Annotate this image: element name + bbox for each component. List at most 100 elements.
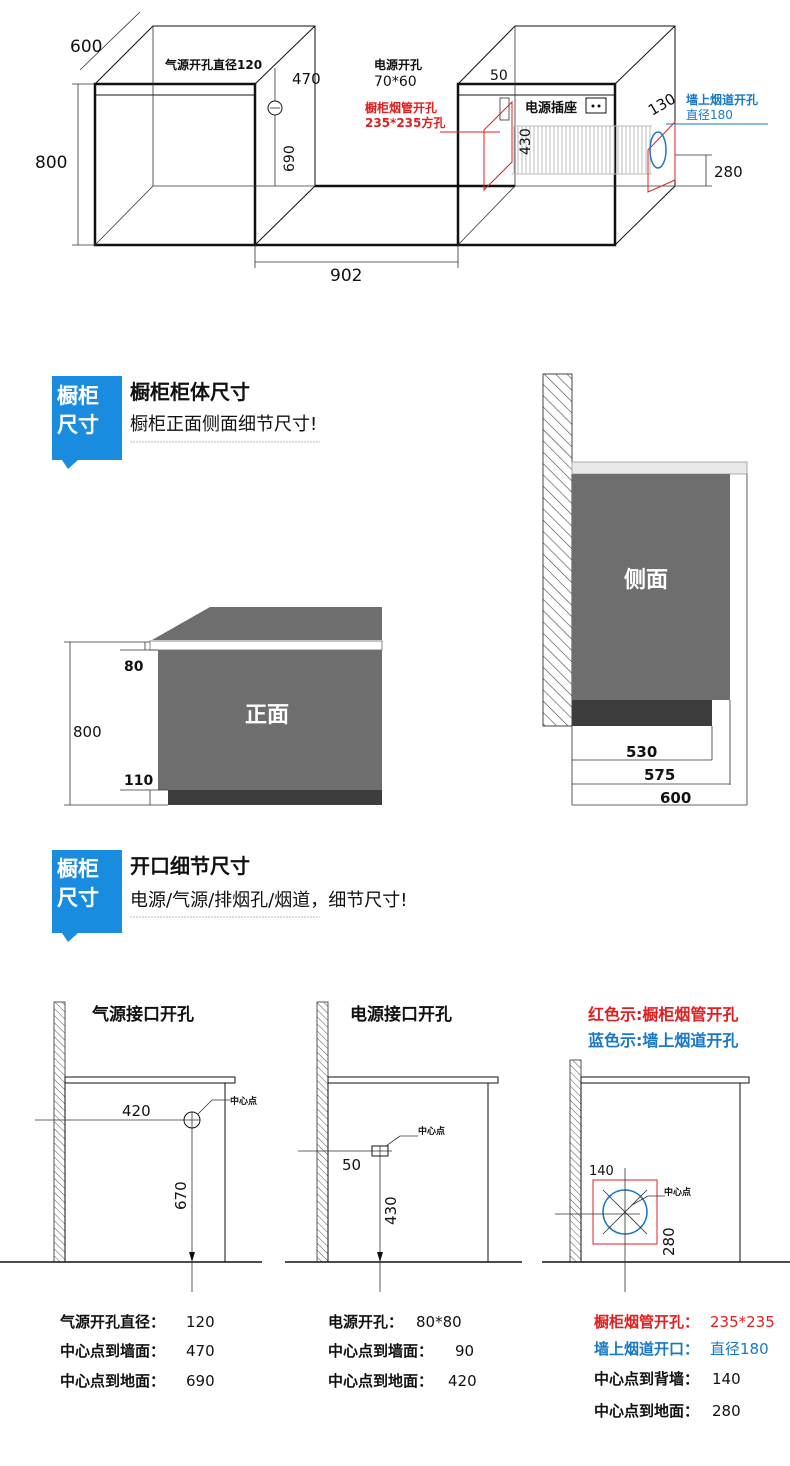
- cabinet-pipe-label-1: 橱柜烟管开孔: [365, 100, 437, 115]
- gas-wall-hatch: [53, 1001, 66, 1263]
- section2-badge: [52, 850, 122, 942]
- section2-badge-line2: 尺寸: [57, 886, 99, 910]
- section2-header: 橱柜 尺寸 开口细节尺寸 电源/气源/排烟孔/烟道，细节尺寸!: [52, 850, 407, 942]
- section1-badge: [52, 376, 122, 469]
- gas-spec-value: 690: [186, 1372, 215, 1390]
- gas-spec-label: 气源开孔直径：: [59, 1313, 165, 1331]
- front-dim-110: 110: [124, 773, 153, 789]
- flex-pipe: [512, 126, 652, 174]
- power-socket-icon: [585, 97, 607, 114]
- flue-legend-blue: 蓝色示:墙上烟道开孔: [588, 1031, 738, 1050]
- power-spec-value: 420: [448, 1372, 477, 1390]
- flue-legend-red: 红色示:橱柜烟管开孔: [588, 1005, 738, 1024]
- dim-902-label: 902: [330, 266, 362, 286]
- power-hole-size: 70*60: [374, 74, 417, 90]
- dim-430-label: 430: [518, 128, 534, 155]
- flue-spec-label: 中心点到地面：: [594, 1402, 699, 1420]
- flue-spec-value: 235*235: [710, 1313, 775, 1331]
- side-label: 侧面: [624, 568, 668, 593]
- front-label: 正面: [245, 703, 289, 728]
- power-spec-value: 80*80: [416, 1313, 462, 1331]
- power-panel: 电源接口开孔 中心点 50 430 电源开孔： 80*80 中心点到墙面： 90…: [285, 1001, 522, 1390]
- power-dim-430: 430: [382, 1196, 400, 1225]
- side-toe-kick: [572, 700, 712, 726]
- dim-280-label: 280: [714, 163, 743, 181]
- gas-countertop: [64, 1076, 236, 1084]
- gas-470-label: 470: [292, 70, 321, 88]
- section1-subtitle: 橱柜正面侧面细节尺寸!: [130, 414, 317, 435]
- flue-countertop: [580, 1076, 750, 1084]
- gas-panel-title: 气源接口开孔: [91, 1004, 194, 1025]
- flue-spec-value: 直径180: [710, 1340, 769, 1358]
- flue-spec-value: 280: [712, 1402, 741, 1420]
- dim-130-label: 130: [645, 90, 679, 120]
- front-cabinet-body: [158, 650, 382, 790]
- power-socket-label: 电源插座: [525, 100, 577, 116]
- cabinet-pipe-label-2: 235*235方孔: [365, 115, 445, 130]
- front-view: 正面 80 800 110: [64, 607, 383, 806]
- flue-specs: 橱柜烟管开孔： 235*235 墙上烟道开口： 直径180 中心点到背墙： 14…: [594, 1313, 775, 1420]
- gas-center-label: 中心点: [230, 1095, 257, 1107]
- flue-spec-label: 墙上烟道开口：: [594, 1340, 699, 1358]
- side-dim-530: 530: [626, 743, 657, 761]
- power-wall-hatch: [316, 1001, 329, 1263]
- front-countertop-edge: [149, 640, 383, 651]
- side-view: 侧面 530 575 600: [542, 373, 748, 807]
- power-spec-value: 90: [455, 1342, 474, 1360]
- gas-spec-value: 120: [186, 1313, 215, 1331]
- flue-dim-280: 280: [660, 1227, 678, 1256]
- side-dim-600: 600: [660, 789, 691, 807]
- power-spec-label: 电源开孔：: [328, 1313, 403, 1331]
- side-cabinet-body: [572, 474, 730, 700]
- gas-hole-label: 气源开孔直径120: [164, 57, 262, 72]
- section1-badge-line1: 橱柜: [57, 384, 99, 408]
- top-cabinet-diagram: 600 800 气源开孔直径120 470 690 电源开孔 70*60 50 …: [35, 11, 768, 286]
- gas-spec-label: 中心点到地面：: [60, 1372, 165, 1390]
- power-countertop: [327, 1076, 499, 1084]
- dim-600-label: 600: [70, 37, 102, 57]
- gas-specs: 气源开孔直径： 120 中心点到墙面： 470 中心点到地面： 690: [59, 1313, 215, 1390]
- front-toe-kick: [168, 790, 382, 805]
- wall-flue-label-1: 墙上烟道开孔: [686, 92, 758, 107]
- section2-title: 开口细节尺寸: [130, 854, 250, 878]
- flue-dim-140: 140: [589, 1164, 614, 1179]
- flue-spec-value: 140: [712, 1370, 741, 1388]
- power-panel-title: 电源接口开孔: [350, 1004, 452, 1025]
- wall-flue-icon: [649, 131, 667, 169]
- flue-center-label: 中心点: [664, 1186, 691, 1198]
- flue-panel: 红色示:橱柜烟管开孔 蓝色示:墙上烟道开孔 中心点 140 280 橱柜烟管开孔…: [542, 1005, 790, 1420]
- side-dim-575: 575: [644, 766, 675, 784]
- gas-dim-670: 670: [172, 1181, 190, 1210]
- cabinet-pipe-opening: [483, 100, 513, 192]
- front-dim-80: 80: [124, 659, 144, 675]
- section1-title: 橱柜柜体尺寸: [130, 380, 250, 404]
- section2-badge-line1: 橱柜: [57, 857, 99, 881]
- gas-spec-label: 中心点到墙面：: [60, 1342, 165, 1360]
- power-spec-label: 中心点到地面：: [328, 1372, 433, 1390]
- flue-spec-label: 中心点到背墙：: [594, 1370, 699, 1388]
- section1-badge-line2: 尺寸: [57, 413, 99, 437]
- gas-dim-420: 420: [122, 1102, 151, 1120]
- section1-header: 橱柜 尺寸 橱柜柜体尺寸 橱柜正面侧面细节尺寸!: [52, 376, 320, 469]
- section2-subtitle: 电源/气源/排烟孔/烟道，细节尺寸!: [130, 890, 407, 911]
- power-hole-icon: [499, 97, 510, 121]
- power-specs: 电源开孔： 80*80 中心点到墙面： 90 中心点到地面： 420: [328, 1313, 477, 1390]
- front-dim-800: 800: [73, 723, 102, 741]
- left-cabinet-front: [93, 82, 257, 247]
- front-countertop-top: [152, 607, 382, 640]
- power-50-label: 50: [490, 68, 508, 84]
- wall-flue-label-2: 直径180: [686, 108, 733, 122]
- gas-690-label: 690: [282, 145, 298, 172]
- power-dim-50: 50: [342, 1156, 361, 1174]
- gas-spec-value: 470: [186, 1342, 215, 1360]
- power-spec-label: 中心点到墙面：: [328, 1342, 433, 1360]
- gas-panel: 气源接口开孔 中心点 420 670 气源开孔直径： 120 中心点到墙面： 4…: [0, 1001, 262, 1390]
- flue-spec-label: 橱柜烟管开孔：: [594, 1313, 699, 1331]
- power-hole-title: 电源开孔: [374, 57, 422, 72]
- power-center-label: 中心点: [418, 1125, 445, 1137]
- flue-wall-hatch: [569, 1059, 582, 1263]
- dim-800-label: 800: [35, 153, 67, 173]
- side-wall-hatch: [542, 373, 573, 727]
- side-countertop: [571, 461, 748, 475]
